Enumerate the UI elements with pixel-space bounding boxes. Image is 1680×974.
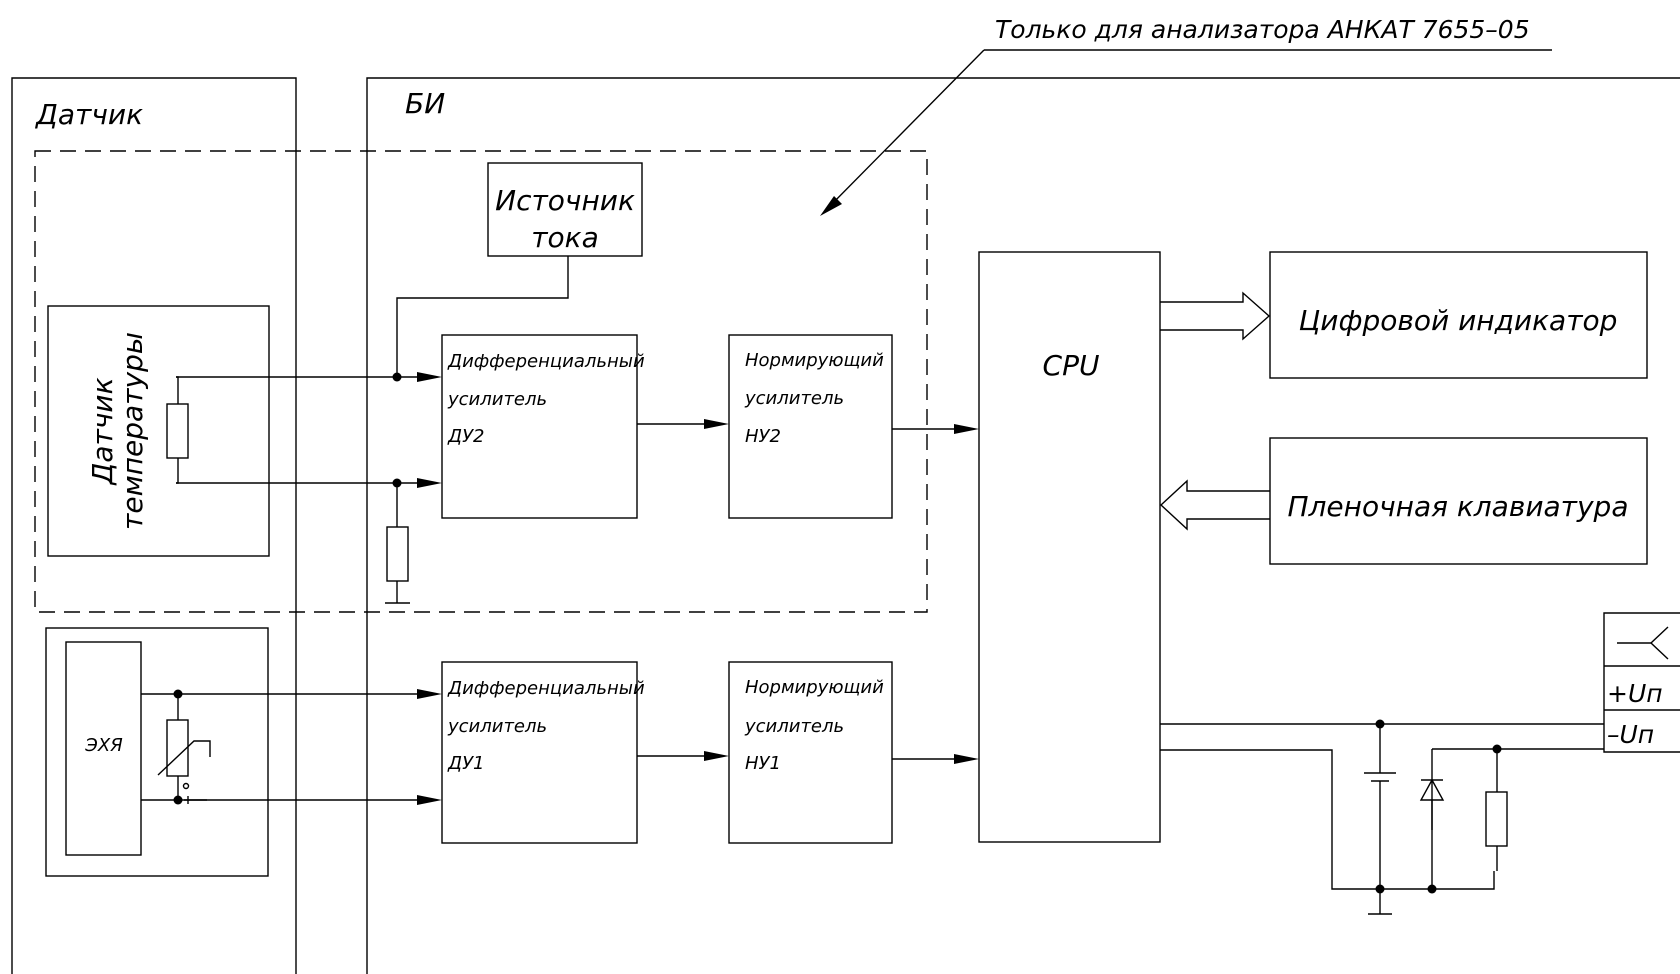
- digital-indicator-block: Цифровой индикатор: [1269, 251, 1648, 379]
- keyboard-label: Пленочная клавиатура: [1287, 490, 1628, 523]
- cpu-block: CPU: [978, 251, 1161, 843]
- connector-plus-label: +Uп: [1607, 679, 1663, 708]
- du2-label-1: Дифференциальный: [447, 351, 645, 372]
- nu1-label-3: НУ1: [745, 753, 781, 774]
- temp-sensor-label-2: температуры: [116, 332, 149, 530]
- temp-sensor-resistor: [166, 403, 189, 459]
- cpu-label: CPU: [1043, 349, 1100, 382]
- power-connector: +Uп –Uп: [1603, 612, 1680, 753]
- bus-arrow-to-indicator: [1160, 291, 1271, 341]
- nu2-block: Нормирующий усилитель НУ2: [728, 334, 893, 519]
- digital-indicator-label: Цифровой индикатор: [1299, 304, 1618, 337]
- keyboard-block: Пленочная клавиатура: [1269, 437, 1648, 565]
- ech-thermistor: [166, 719, 189, 777]
- du2-label-3: ДУ2: [447, 426, 484, 447]
- nu1-label-1: Нормирующий: [745, 677, 884, 698]
- lower-wiring: [141, 689, 979, 805]
- power-circuit: [1160, 719, 1604, 915]
- current-source-block: Источник тока: [487, 162, 643, 257]
- temp-sensor-block: Датчик температуры: [47, 305, 270, 557]
- bus-arrow-from-keyboard: [1159, 479, 1270, 531]
- ech-block: ЭХЯ: [45, 627, 269, 877]
- du1-block: Дифференциальный усилитель ДУ1: [441, 661, 645, 844]
- du1-label-2: усилитель: [447, 716, 547, 737]
- current-source-label-2: тока: [531, 221, 599, 254]
- note-arrowhead: [820, 196, 842, 216]
- nu2-label-2: усилитель: [744, 388, 844, 409]
- sensor-panel-title: Датчик: [34, 98, 143, 131]
- nu1-label-2: усилитель: [744, 716, 844, 737]
- nu1-block: Нормирующий усилитель НУ1: [728, 661, 893, 844]
- du2-label-2: усилитель: [447, 389, 547, 410]
- temp-sensor-label-1: Датчик: [86, 377, 119, 486]
- note-text: Только для анализатора АНКАТ 7655–05: [995, 15, 1530, 44]
- current-source-label-1: Источник: [495, 184, 635, 217]
- bi-panel: БИ: [366, 77, 1680, 974]
- upper-wiring: [176, 256, 979, 604]
- ech-label: ЭХЯ: [84, 735, 123, 756]
- bi-panel-title: БИ: [405, 87, 445, 120]
- du1-label-1: Дифференциальный: [447, 678, 645, 699]
- nu2-label-3: НУ2: [745, 426, 781, 447]
- nu2-label-1: Нормирующий: [745, 350, 884, 371]
- connector-minus-label: –Uп: [1607, 720, 1654, 749]
- du2-block: Дифференциальный усилитель ДУ2: [441, 334, 645, 519]
- du1-label-3: ДУ1: [447, 753, 484, 774]
- load-resistor: [386, 526, 409, 582]
- connector-plug-icon: [1617, 626, 1669, 660]
- shunt-resistor: [1485, 791, 1508, 847]
- note-callout: Только для анализатора АНКАТ 7655–05: [820, 15, 1552, 216]
- zener-diode: [1419, 778, 1445, 830]
- ankat-option-region: [34, 150, 928, 613]
- sensor-panel: Датчик: [11, 77, 297, 974]
